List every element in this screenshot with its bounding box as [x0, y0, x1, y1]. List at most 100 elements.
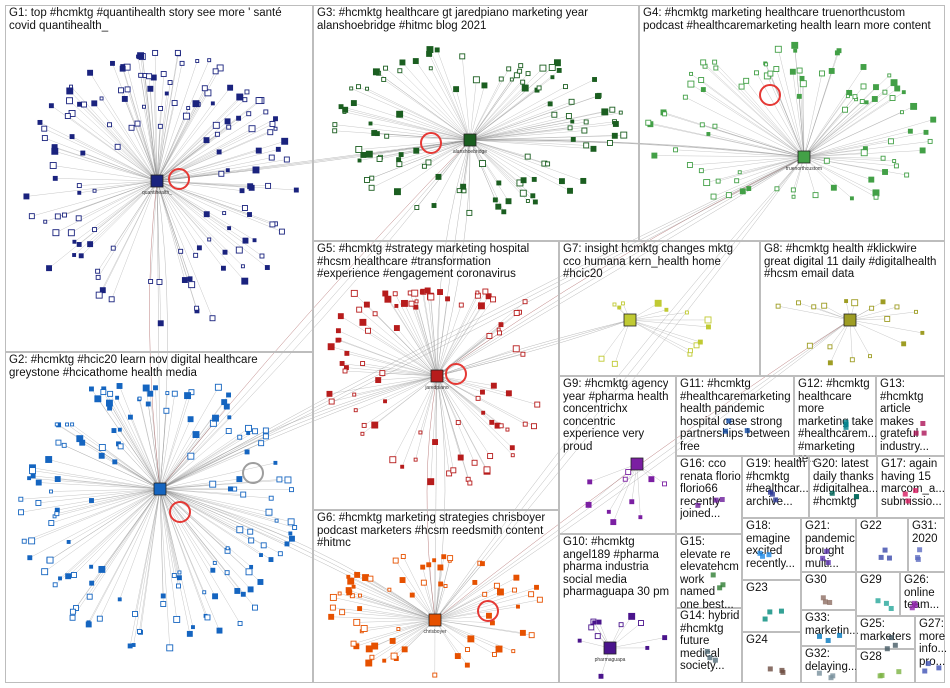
node — [359, 318, 367, 326]
node — [55, 439, 62, 446]
edge — [701, 79, 805, 158]
edge — [159, 488, 215, 564]
node — [89, 386, 94, 392]
node — [242, 237, 249, 244]
node — [147, 85, 154, 92]
node — [350, 289, 358, 297]
edge — [702, 124, 805, 158]
node — [796, 67, 803, 74]
node — [722, 428, 728, 434]
node — [268, 495, 274, 501]
edge — [434, 619, 468, 666]
node — [142, 104, 146, 109]
node — [37, 119, 43, 125]
node — [710, 572, 716, 578]
node — [547, 101, 553, 107]
edge — [159, 488, 175, 576]
node — [292, 525, 298, 530]
edge — [78, 180, 158, 219]
edge — [690, 83, 805, 158]
edge — [704, 66, 805, 158]
edge — [159, 488, 251, 532]
node — [387, 587, 392, 592]
node — [98, 565, 106, 573]
node — [873, 194, 879, 200]
node — [852, 94, 858, 100]
node — [567, 125, 573, 131]
node — [269, 221, 276, 228]
edge — [53, 165, 158, 182]
node — [400, 464, 405, 469]
node — [528, 632, 535, 639]
node — [581, 127, 588, 134]
edge — [469, 139, 535, 180]
edge — [469, 139, 548, 165]
edge — [159, 434, 197, 490]
edge — [99, 488, 161, 619]
node — [492, 651, 497, 657]
node — [21, 538, 27, 544]
node — [570, 136, 576, 142]
node — [816, 670, 822, 676]
edge — [715, 67, 805, 158]
edge — [120, 446, 161, 490]
edge — [31, 180, 158, 217]
node — [30, 473, 36, 479]
node — [52, 175, 58, 181]
node — [565, 113, 572, 119]
edge — [395, 293, 438, 377]
edge — [67, 115, 158, 182]
node — [583, 119, 589, 125]
edge — [156, 118, 276, 182]
node — [369, 175, 375, 181]
edge — [156, 107, 189, 182]
node — [812, 192, 819, 199]
node — [458, 302, 464, 308]
edge — [402, 579, 436, 621]
node — [339, 361, 345, 366]
node — [434, 47, 440, 53]
edge — [849, 311, 917, 321]
node — [65, 422, 69, 427]
node — [160, 71, 167, 77]
edge — [469, 135, 615, 141]
edge — [436, 375, 502, 426]
node — [769, 491, 775, 497]
edge — [745, 80, 805, 158]
edge — [803, 156, 897, 167]
node — [664, 307, 669, 312]
node — [485, 293, 492, 300]
edge — [356, 619, 436, 647]
node — [443, 584, 448, 588]
edge — [803, 73, 823, 158]
node — [337, 591, 342, 596]
edge — [629, 319, 691, 351]
inter-group-edge — [469, 139, 805, 158]
node — [703, 179, 711, 187]
node — [553, 59, 561, 67]
edge — [54, 146, 158, 182]
edge — [38, 482, 161, 490]
node — [425, 159, 432, 166]
edge — [89, 488, 161, 597]
node — [902, 491, 908, 497]
node — [878, 554, 884, 560]
node — [525, 199, 530, 203]
node — [689, 71, 693, 76]
node — [645, 119, 652, 126]
edge — [387, 299, 438, 377]
node — [350, 100, 357, 107]
node — [842, 106, 848, 113]
edge — [156, 180, 200, 248]
node — [95, 291, 103, 299]
edge — [50, 488, 161, 492]
edge — [386, 136, 471, 141]
node — [268, 557, 274, 563]
node — [520, 79, 526, 85]
node — [382, 658, 387, 663]
node — [757, 550, 763, 556]
node — [775, 303, 781, 309]
node — [873, 84, 879, 91]
edge — [113, 430, 161, 490]
node — [117, 427, 122, 432]
